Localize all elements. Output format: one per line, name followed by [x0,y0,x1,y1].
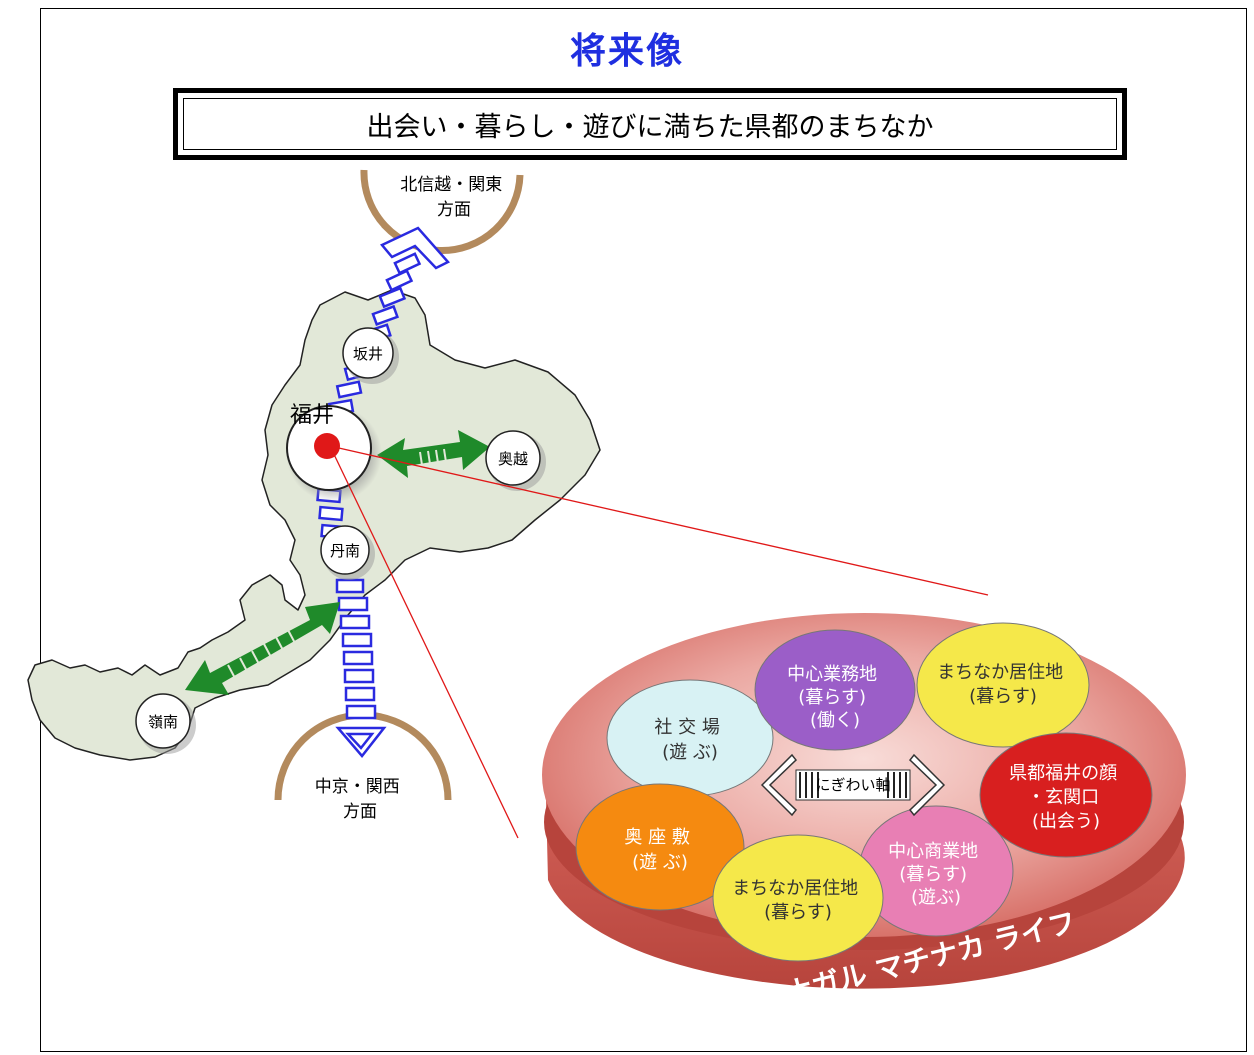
area-business: 中心業務地 (暮らす) (働く) [754,629,916,751]
city-sakai: 坂井 [342,327,399,384]
south-direction-label: 中京・関西 方面 [315,777,405,822]
city-okuetsu: 奥越 [485,430,546,491]
svg-text:丹南: 丹南 [330,542,360,560]
area-residential-s: まちなか居住地 (暮らす) [712,834,884,962]
area-residential-ne: まちなか居住地 (暮らす) [916,622,1090,748]
area-okuzashiki: 奥 座 敷 (遊 ぶ) [575,783,745,911]
prefecture-map [27,289,601,761]
svg-text:まちなか居住地 (暮らす): まちなか居住地 (暮らす) [937,662,1069,707]
svg-text:奥 座 敷 (遊 ぶ): 奥 座 敷 (遊 ぶ) [624,827,695,873]
subtitle-box: 出会い・暮らし・遊びに満ちた県都のまちなか [173,88,1127,160]
page-frame [40,8,1247,1052]
area-gateway: 県都福井の顔 ・玄関口 (出会う) [979,732,1153,858]
svg-text:福井: 福井 [290,403,334,428]
page-title: 将来像 [569,31,684,72]
zoom-line-lower [329,445,519,839]
svg-text:奥越: 奥越 [498,450,528,468]
nigiwai-axis: にぎわい軸 [760,753,946,817]
north-direction-label: 北信越・関東 方面 [400,175,507,220]
svg-text:坂井: 坂井 [353,345,383,363]
svg-text:社 交 場 (遊 ぶ): 社 交 場 (遊 ぶ) [654,717,725,763]
zoom-line-upper [329,445,989,596]
svg-text:にぎわい軸: にぎわい軸 [815,776,890,794]
svg-text:中心商業地 (暮らす) (遊: 中心商業地 (暮らす) (遊ぶ) [888,841,984,908]
svg-text:嶺南: 嶺南 [148,713,178,731]
area-group: 社 交 場 (遊 ぶ) 中心業務地 (暮らす) (働く) まちなか居住地 (暮ら… [575,622,1153,962]
city-reinan: 嶺南 [135,693,196,754]
svg-text:県都福井の顔 ・玄関口 (出: 県都福井の顔 ・玄関口 (出会う) [1009,763,1123,832]
reinan-arrow [185,602,340,695]
area-social: 社 交 場 (遊 ぶ) [606,679,774,797]
city-tannan: 丹南 [320,525,375,580]
svg-text:中心業務地 (暮らす) (働: 中心業務地 (暮らす) (働く) [787,664,883,731]
area-commercial: 中心商業地 (暮らす) (遊ぶ) [858,805,1014,937]
svg-text:まちなか居住地 (暮らす): まちなか居住地 (暮らす) [732,878,864,923]
subtitle-text: 出会い・暮らし・遊びに満ちた県都のまちなか [183,98,1117,150]
east-west-arrow [377,430,490,478]
